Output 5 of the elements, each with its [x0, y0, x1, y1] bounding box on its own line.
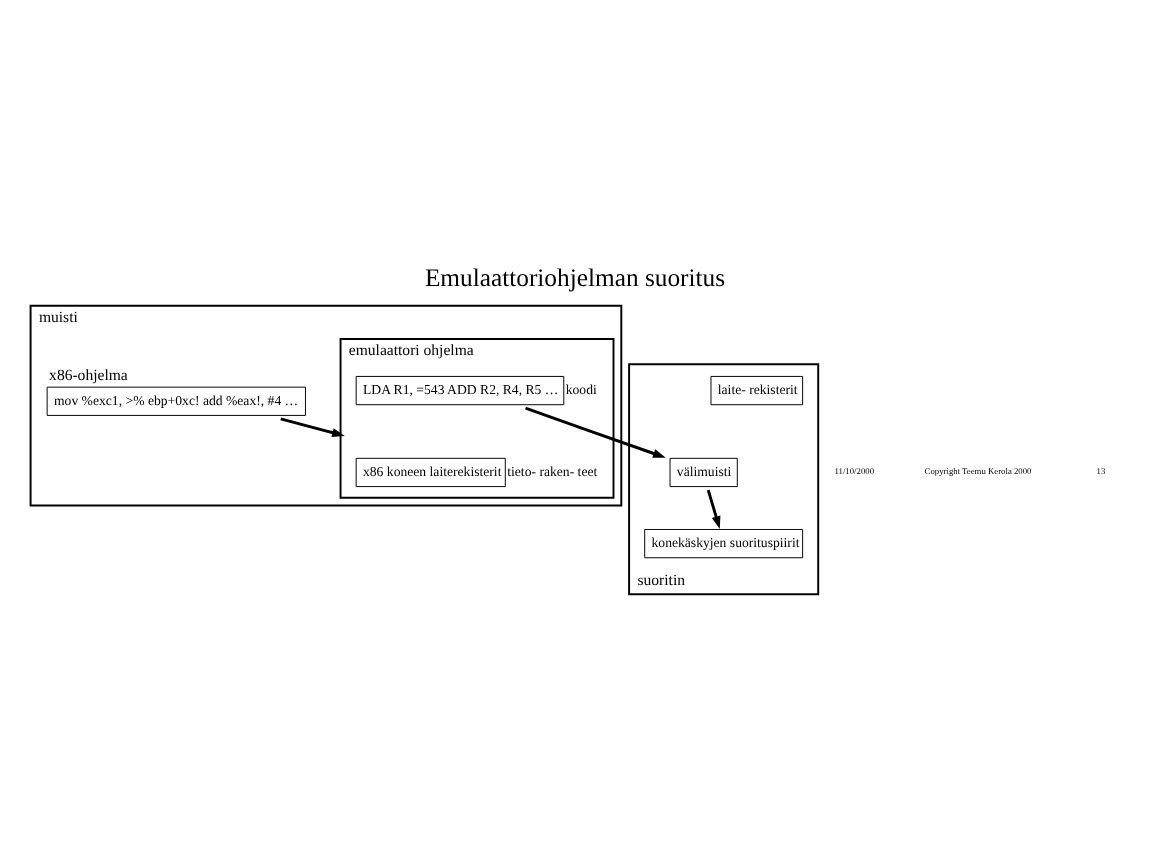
arrow	[706, 489, 721, 529]
diagram-title: Emulaattoriohjelman suoritus	[424, 264, 726, 293]
arrow	[525, 406, 666, 458]
arrow	[280, 417, 345, 437]
node-label: x86-ohjelma	[49, 366, 128, 385]
